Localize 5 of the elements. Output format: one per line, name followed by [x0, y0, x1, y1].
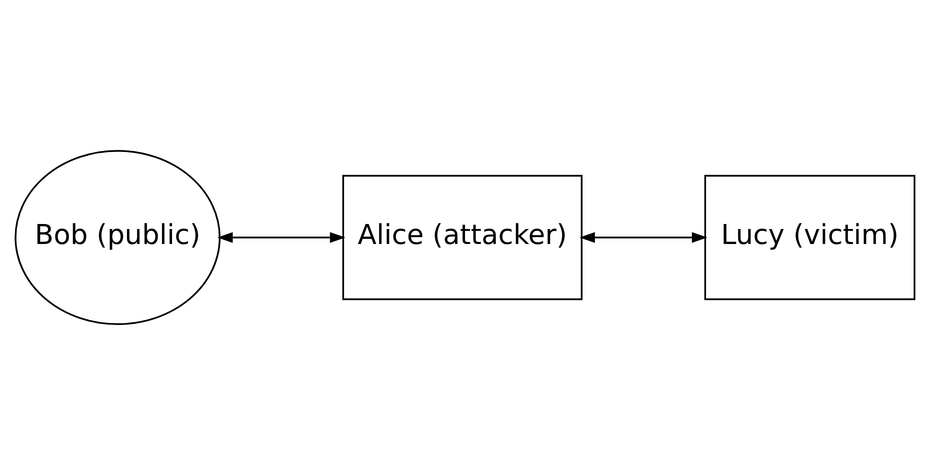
- node-box: Lucy (victim): [704, 174, 916, 300]
- arrow: [579, 232, 708, 243]
- node-ellipse: Bob (public): [14, 150, 221, 325]
- node-box: Alice (attacker): [342, 174, 583, 300]
- arrow: [217, 232, 346, 243]
